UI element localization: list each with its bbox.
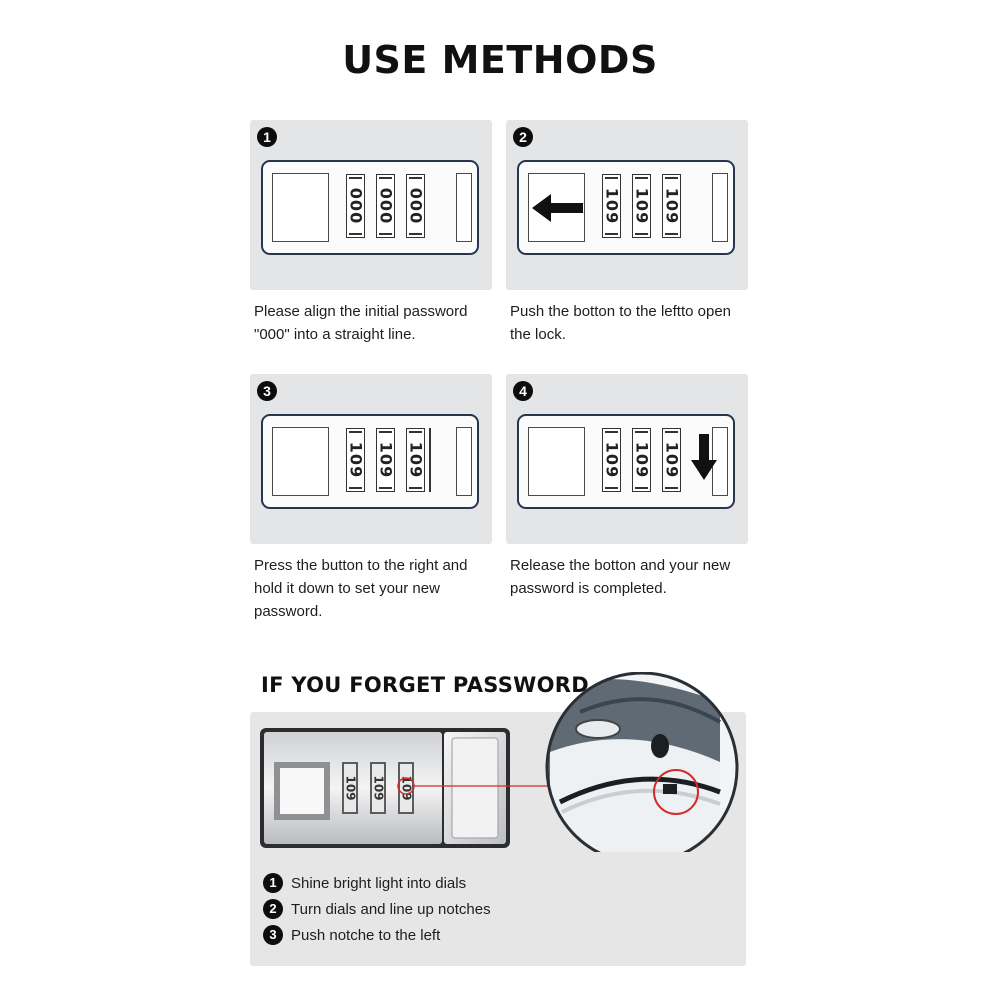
lock-button-slot (456, 173, 472, 242)
dial: 000 (376, 174, 395, 238)
lock-diagram: 109 109 109 (517, 414, 735, 509)
dial: 109 (376, 428, 395, 492)
instruction-item: 3 Push notche to the left (263, 922, 491, 948)
arrow-left-icon (532, 194, 583, 222)
instruction-item: 1 Shine bright light into dials (263, 870, 491, 896)
instruction-text: Push notche to the left (291, 926, 441, 944)
dial-digits: 109 (406, 441, 425, 479)
step-3-number-badge: 3 (257, 381, 277, 401)
instruction-number-badge: 3 (263, 925, 283, 945)
dial-digits: 109 (376, 441, 395, 479)
lock-diagram: 000 000 000 (261, 160, 479, 255)
dial: 109 (602, 428, 621, 492)
instruction-text: Shine bright light into dials (291, 874, 467, 892)
instruction-number-badge: 1 (263, 873, 283, 893)
dial: 109 (632, 428, 651, 492)
step-1-caption: Please align the initial password "000" … (254, 303, 468, 343)
dial: 109 (602, 174, 621, 238)
dial: 000 (346, 174, 365, 238)
page-title: USE METHODS (342, 38, 658, 82)
lock-diagram: 109 109 109 (517, 160, 735, 255)
photo-dial-digits: 109 (400, 775, 414, 800)
step-2-number-badge: 2 (513, 127, 533, 147)
lock-photo-illustration: 109 109 109 (260, 672, 739, 852)
dial: 000 (406, 174, 425, 238)
step-4-caption: Release the botton and your new password… (510, 557, 731, 597)
pressed-divider (429, 428, 431, 492)
forget-password-instructions: 1 Shine bright light into dials 2 Turn d… (263, 870, 491, 948)
forget-password-heading: IF YOU FORGET PASSWORD (261, 673, 589, 697)
lock-button-slot (712, 173, 728, 242)
dial-digits: 109 (632, 441, 651, 479)
lock-window (272, 173, 329, 242)
step-2-panel: 2 109 109 109 (506, 120, 748, 290)
step-4-panel: 4 109 109 109 (506, 374, 748, 544)
lock-button-slot (456, 427, 472, 496)
step-1-number-badge: 1 (257, 127, 277, 147)
lock-window (528, 173, 585, 242)
photo-dial-digits: 109 (372, 775, 386, 800)
dial: 109 (662, 174, 681, 238)
step-4-number-badge: 4 (513, 381, 533, 401)
lock-window (272, 427, 329, 496)
dial: 109 (632, 174, 651, 238)
arrow-down-icon (691, 434, 717, 480)
dial-digits: 109 (632, 187, 651, 225)
dial-digits: 109 (662, 441, 681, 479)
dial-digits: 109 (602, 441, 621, 479)
instruction-number-badge: 2 (263, 899, 283, 919)
photo-dial-digits: 109 (344, 775, 358, 800)
instruction-item: 2 Turn dials and line up notches (263, 896, 491, 922)
step-2-caption: Push the botton to the leftto open the l… (510, 303, 732, 343)
instruction-text: Turn dials and line up notches (291, 900, 491, 918)
dial-digits: 109 (662, 187, 681, 225)
lock-window (528, 427, 585, 496)
dial-digits: 000 (406, 187, 425, 225)
dial-digits: 000 (376, 187, 395, 225)
dial-digits: 109 (602, 187, 621, 225)
dial: 109 (662, 428, 681, 492)
step-1-panel: 1 000 000 000 (250, 120, 492, 290)
dial-digits: 000 (346, 187, 365, 225)
dial: 109 (346, 428, 365, 492)
step-3-panel: 3 109 109 109 (250, 374, 492, 544)
step-3-caption: Press the button to the right and hold i… (254, 557, 468, 620)
lock-diagram: 109 109 109 (261, 414, 479, 509)
dial: 109 (406, 428, 425, 492)
dial-digits: 109 (346, 441, 365, 479)
